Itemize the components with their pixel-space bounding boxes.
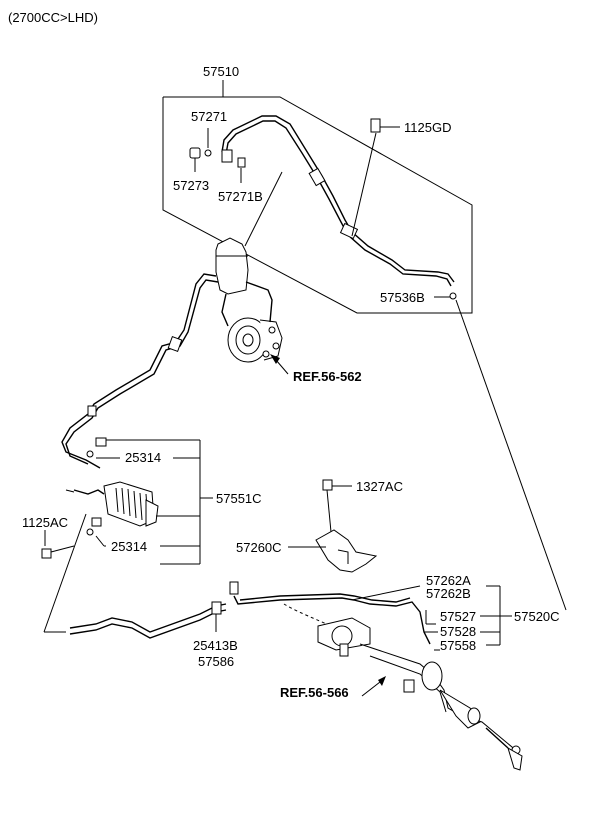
power-steering-pump bbox=[221, 281, 283, 363]
clamp-25314-lower bbox=[86, 517, 106, 547]
part-label-57262b[interactable]: 57262B bbox=[426, 586, 471, 601]
reservoir bbox=[215, 171, 283, 295]
part-label-57528[interactable]: 57528 bbox=[440, 624, 476, 639]
clip-part bbox=[237, 157, 246, 183]
fitting-25413b bbox=[211, 601, 222, 632]
clip-57536b bbox=[434, 292, 567, 611]
ref-label-56-562[interactable]: REF.56-562 bbox=[293, 369, 362, 384]
part-label-57520c[interactable]: 57520C bbox=[514, 609, 560, 624]
oil-cooler bbox=[103, 481, 159, 527]
part-label-1125gd[interactable]: 1125GD bbox=[404, 120, 451, 135]
part-label-57271[interactable]: 57271 bbox=[191, 109, 227, 124]
pressure-hose bbox=[221, 115, 455, 287]
union-bolt-part bbox=[189, 147, 201, 172]
part-label-57262a[interactable]: 57262A bbox=[426, 573, 471, 588]
clamp-25314-upper bbox=[86, 437, 200, 459]
part-label-57586[interactable]: 57586 bbox=[198, 654, 234, 669]
part-label-57527[interactable]: 57527 bbox=[440, 609, 476, 624]
part-label-57510[interactable]: 57510 bbox=[203, 64, 239, 79]
o-ring-part bbox=[204, 128, 212, 157]
ref-arrow-2 bbox=[361, 676, 386, 697]
ref-label-56-566[interactable]: REF.56-566 bbox=[280, 685, 349, 700]
variant-label: (2700CC>LHD) bbox=[8, 10, 98, 25]
return-hose bbox=[61, 273, 219, 469]
part-label-57273[interactable]: 57273 bbox=[173, 178, 209, 193]
part-label-57558[interactable]: 57558 bbox=[440, 638, 476, 653]
part-label-25314-upper[interactable]: 25314 bbox=[125, 450, 161, 465]
part-label-25314-lower[interactable]: 25314 bbox=[111, 539, 147, 554]
part-label-57271B[interactable]: 57271B bbox=[218, 189, 263, 204]
part-label-57551c[interactable]: 57551C bbox=[216, 491, 262, 506]
bracket-57520c bbox=[351, 585, 512, 651]
bolt-1125ac bbox=[41, 530, 75, 559]
hose-group-outline bbox=[162, 80, 473, 314]
heat-shield-57260c bbox=[288, 529, 378, 573]
part-label-57536b[interactable]: 57536B bbox=[380, 290, 425, 305]
part-label-1327ac[interactable]: 1327AC bbox=[356, 479, 403, 494]
bolt-1125gd bbox=[351, 118, 400, 237]
ref-arrow-1 bbox=[270, 354, 289, 375]
bracket-57551c bbox=[156, 440, 213, 564]
part-label-57260c[interactable]: 57260C bbox=[236, 540, 282, 555]
steering-gear-rack bbox=[229, 581, 523, 771]
part-label-1125ac[interactable]: 1125AC bbox=[22, 515, 68, 530]
part-label-25413b[interactable]: 25413B bbox=[193, 638, 238, 653]
nut-1327ac bbox=[322, 479, 352, 533]
